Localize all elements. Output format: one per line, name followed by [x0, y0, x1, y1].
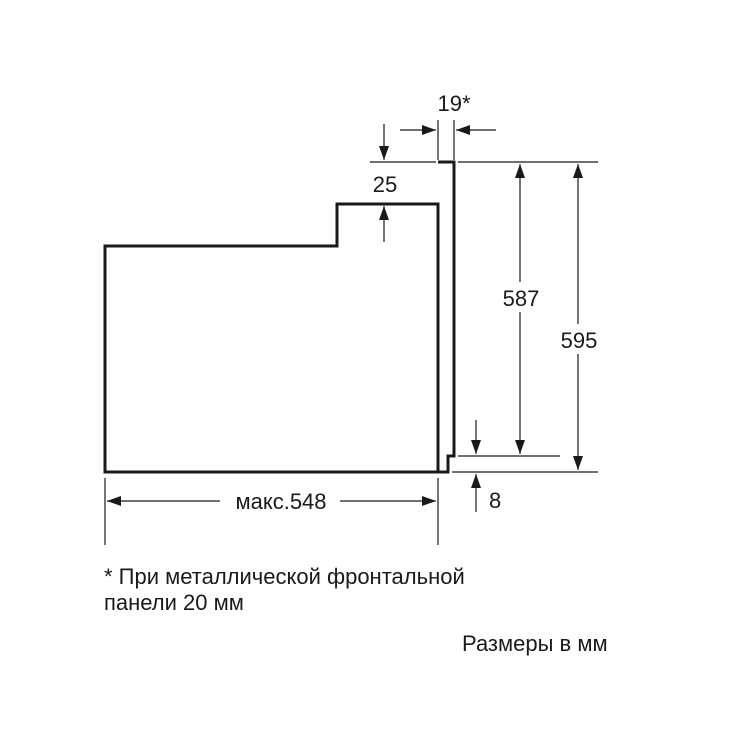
footnote-line-1: * При металлической фронтальной — [104, 564, 465, 589]
oven-body-outline — [103, 202, 440, 474]
units-note: Размеры в мм — [462, 631, 608, 656]
total-height-label: 595 — [561, 328, 598, 353]
top-gap-label: 19* — [437, 91, 470, 116]
bottom-offset-label: 8 — [489, 488, 501, 513]
footnote-line-2: панели 20 мм — [104, 590, 244, 615]
step-height-label: 25 — [373, 172, 397, 197]
footnote: * При металлической фронтальной панели 2… — [104, 564, 624, 616]
front-panel-outline — [438, 160, 456, 474]
inner-height-label: 587 — [503, 286, 540, 311]
max-depth-label: макс.548 — [235, 489, 326, 514]
